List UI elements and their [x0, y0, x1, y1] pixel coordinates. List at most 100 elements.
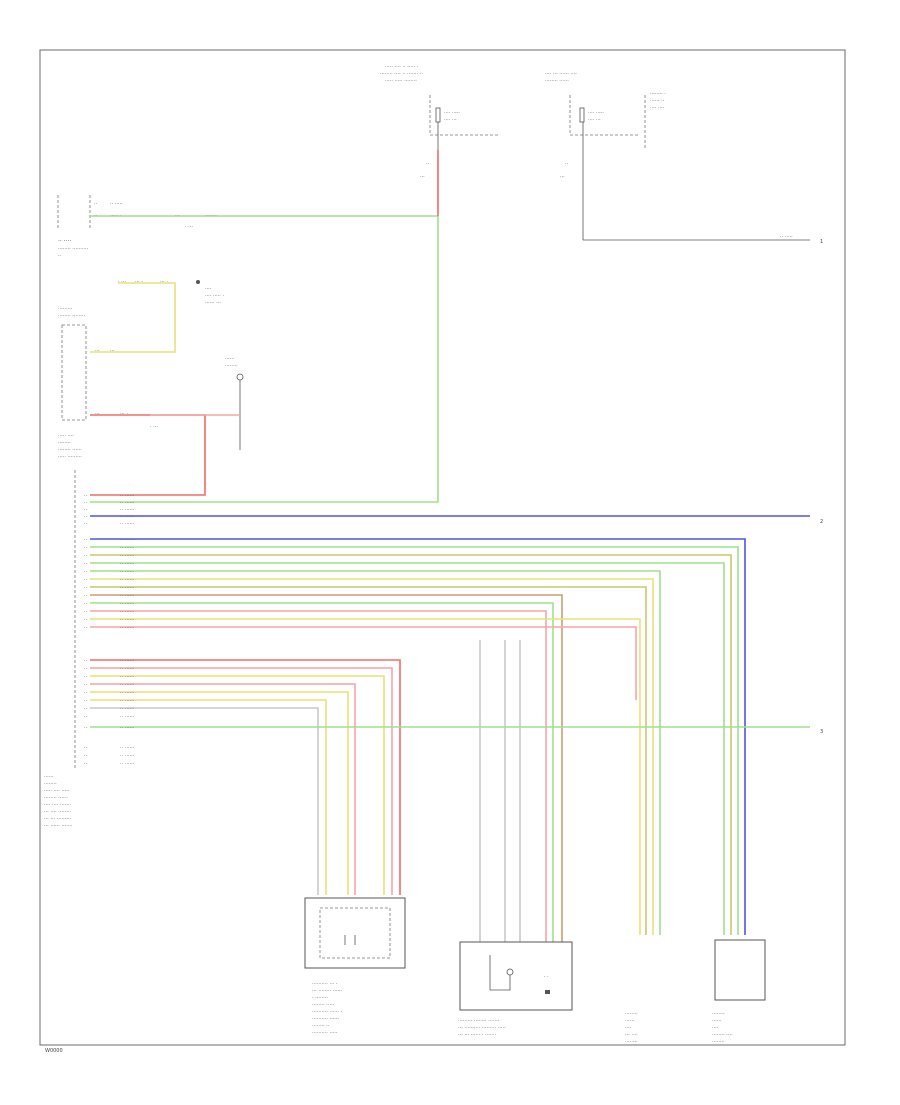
- svg-text:··: ··: [94, 201, 98, 207]
- bottom-module-left: ·········· ··· · ··· ········ ······ · ·…: [304, 897, 406, 1036]
- svg-text:··: ··: [565, 161, 569, 167]
- wire-green-9: [90, 562, 725, 935]
- pin-wire-code: ·· ······: [120, 514, 135, 520]
- pin-number: ··: [84, 753, 88, 759]
- pin-number: ··: [84, 674, 88, 680]
- pin-number: ··: [84, 514, 88, 520]
- svg-text:··: ··: [58, 253, 62, 259]
- pin-number: ··: [84, 553, 88, 559]
- svg-text:· ········: · ········: [312, 995, 328, 1001]
- pin-wire-code: ·· ······: [120, 674, 135, 680]
- pin-number: ··: [84, 761, 88, 767]
- svg-text:··· ···· ········: ··· ···· ········: [44, 809, 71, 815]
- svg-text:· ·: · ·: [544, 974, 549, 980]
- svg-text:··· ·: ··· ·: [160, 279, 168, 285]
- svg-text:········ ·: ········ ·: [650, 91, 666, 97]
- pin-wire-code: ·· ······: [120, 537, 135, 543]
- svg-text:······: ······: [44, 774, 54, 780]
- svg-text:······ ···: ······ ···: [205, 300, 221, 306]
- pin-wire-code: ·· ······: [120, 577, 135, 583]
- svg-text:···· ···· ·······: ···· ···· ·······: [44, 802, 71, 808]
- pin-wire-code: ·· ······: [120, 725, 135, 731]
- wire-yellow-4: [90, 282, 176, 353]
- pin-wire-code: ·· ······: [120, 682, 135, 688]
- svg-text:···: ···: [110, 348, 115, 354]
- svg-text:······: ······: [625, 1018, 635, 1024]
- svg-text:···· ···: ···· ···: [588, 117, 601, 123]
- svg-text:········: ········: [44, 781, 57, 787]
- svg-text:········ ··: ········ ··: [312, 1023, 330, 1029]
- svg-text:··· ········ ······: ··· ········ ······: [312, 988, 343, 994]
- pin-number: ··: [84, 585, 88, 591]
- wire-pink-19: [90, 667, 393, 895]
- pin-wire-code: ·· ······: [120, 761, 135, 767]
- pin-wire-code: ·· ······: [120, 569, 135, 575]
- pin-number: ··: [84, 698, 88, 704]
- pin-number: ··: [84, 545, 88, 551]
- svg-text:··· ····: ··· ····: [625, 1032, 638, 1038]
- svg-text:········ ······: ········ ······: [58, 447, 82, 453]
- wire-red-18: [90, 659, 401, 895]
- wire-brown-13: [90, 594, 563, 945]
- svg-text:···· ····· ·: ···· ····· ·: [205, 293, 224, 299]
- pin-wire-code: ·· ······: [120, 666, 135, 672]
- pin-wire-code: ·· ······: [120, 585, 135, 591]
- footer-code: W0000: [45, 1048, 63, 1054]
- svg-text:········: ········: [58, 440, 71, 446]
- svg-text:······ ··: ······ ··: [650, 98, 665, 104]
- svg-text:········ ······: ········ ······: [545, 78, 569, 84]
- svg-text:···· ··· ······ ····: ···· ··· ······ ····: [545, 71, 577, 77]
- pin-labels: ···· ·········· ·········· ·········· ··…: [84, 493, 135, 767]
- svg-text:··· ··· ······ · ·······: ··· ··· ······ · ·······: [458, 1032, 497, 1038]
- pin-wire-code: ·· ······: [120, 698, 135, 704]
- bottom-sensor-right: ········ ······ ···· ········ ···· ·····…: [712, 939, 766, 1045]
- pin-number: ··: [84, 666, 88, 672]
- pin-number: ··: [84, 493, 88, 499]
- main-module-labels: ····· ···· ········ ········ ······ ····…: [44, 433, 82, 829]
- svg-text:··· ·: ··· ·: [120, 411, 128, 417]
- pin-wire-code: ·· ······: [120, 493, 135, 499]
- pin-wire-code: ·· ······: [120, 507, 135, 513]
- ground-point: ······ ········: [225, 356, 244, 450]
- svg-text:··· ·: ··· ·: [135, 279, 143, 285]
- svg-text:····· ·········: ····· ·········: [58, 454, 82, 460]
- pin-wire-code: ·· ······: [120, 545, 135, 551]
- wire-group: [90, 150, 810, 945]
- pin-number: ··: [84, 593, 88, 599]
- svg-text:··· ·········· ········· ·····: ··· ·········· ········· ·····: [458, 1025, 506, 1031]
- wire-yellow-22: [90, 691, 349, 895]
- svg-text:···· ·····: ···· ·····: [588, 110, 604, 116]
- svg-text:·· ·····: ·· ·····: [110, 201, 123, 207]
- svg-text:····· ···· ·· ····· ·: ····· ···· ·· ····· ·: [385, 64, 419, 70]
- svg-text:····· ····: ····· ····: [58, 433, 74, 439]
- pin-number: ··: [84, 537, 88, 543]
- pin-wire-code: ·· ······: [120, 500, 135, 506]
- wire-yellow-20: [90, 675, 385, 895]
- pin-wire-code: ·· ······: [120, 617, 135, 623]
- bottom-module-center: · · ········· ········ ······· ··· ·····…: [458, 941, 573, 1038]
- pin-number: ··: [84, 601, 88, 607]
- wire-green-14: [90, 602, 554, 945]
- svg-text:····: ····: [712, 1025, 719, 1031]
- svg-text:········: ········: [625, 1039, 638, 1045]
- wire-green-0: [90, 215, 439, 503]
- left-splice-block: · ··· ··· · ··· · ···· ···· ····· · ····…: [118, 279, 224, 306]
- left-sensor-component: ·· ·· ····· ·· ····· · ··· ········ · ··…: [57, 195, 218, 259]
- svg-text:· ···: · ···: [150, 424, 158, 430]
- wire-yellow-11: [90, 578, 654, 935]
- pin-number: ··: [84, 617, 88, 623]
- svg-text:······: ······: [225, 356, 235, 362]
- svg-text:···· ····: ···· ····: [650, 105, 665, 111]
- svg-text:····· ····· ········: ····· ····· ········: [385, 78, 417, 84]
- svg-text:·········· ······ ·: ·········· ······ ·: [312, 1009, 343, 1015]
- svg-text:····: ····: [205, 286, 212, 292]
- connector-ref-2: 2: [820, 519, 823, 525]
- pin-number: ··: [84, 507, 88, 513]
- wire-red-2: [90, 414, 206, 496]
- svg-text:·········· ··· ·: ·········· ··· ·: [312, 981, 338, 987]
- pin-number: ··: [84, 561, 88, 567]
- svg-text:···· ···: ···· ···: [444, 117, 457, 123]
- pin-wire-code: ·· ······: [120, 690, 135, 696]
- pin-number: ··: [84, 625, 88, 631]
